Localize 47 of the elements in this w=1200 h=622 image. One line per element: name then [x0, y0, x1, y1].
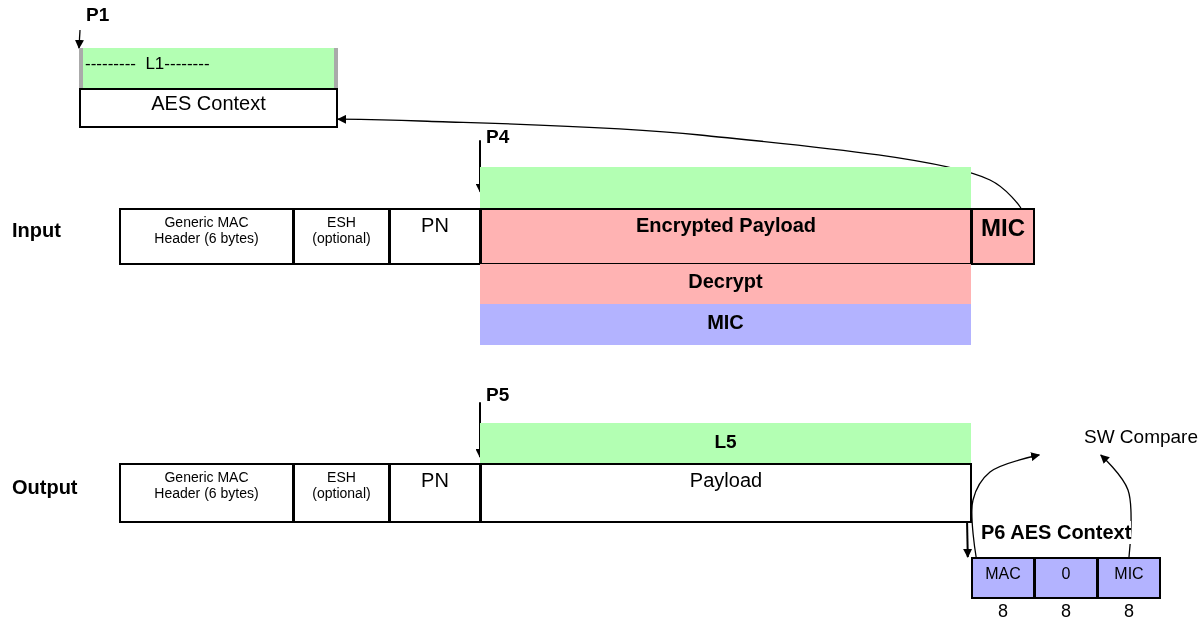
field-text: MAC	[985, 565, 1021, 584]
arrow	[971, 452, 1041, 558]
header-field	[389, 463, 481, 523]
field-text: 0	[1061, 565, 1071, 584]
length-bar	[480, 167, 971, 208]
compare-label: SW Compare	[1083, 426, 1198, 448]
field-text: MIC	[981, 214, 1025, 242]
field-text: PN	[421, 214, 449, 237]
row-label: Output	[12, 476, 78, 499]
field-text: AES Context	[151, 92, 266, 115]
field-text: ESH (optional)	[311, 214, 372, 247]
size-label: 8	[997, 600, 1009, 622]
field-text: ESH (optional)	[311, 469, 372, 502]
pointer-label: P4	[486, 126, 510, 148]
arrow	[74, 29, 84, 49]
header-field	[293, 208, 390, 265]
context-box	[79, 88, 338, 128]
arrow	[1100, 454, 1132, 558]
operation-bar	[480, 264, 971, 304]
context-heading: P6 AES Context	[981, 521, 1132, 544]
length-bar	[480, 423, 971, 463]
header-field	[119, 463, 294, 523]
payload-field	[480, 208, 972, 265]
pointer-label: P1	[86, 4, 110, 26]
field-text: Encrypted Payload	[635, 214, 817, 237]
header-field	[119, 208, 294, 265]
field-text: MIC	[1114, 565, 1144, 584]
field-text: Decrypt	[688, 270, 763, 293]
payload-field	[480, 463, 972, 523]
length-bar	[79, 48, 338, 88]
field-text: Generic MAC Header (6 bytes)	[153, 469, 260, 502]
size-label: 8	[1060, 600, 1072, 622]
field-text: L5	[714, 431, 737, 453]
field-text: Generic MAC Header (6 bytes)	[153, 214, 260, 247]
pointer-label: P5	[486, 384, 510, 406]
arrow	[337, 114, 1022, 209]
field-text: PN	[421, 469, 449, 492]
field-text: --------- L1--------	[85, 54, 210, 74]
field-text: MIC	[707, 311, 744, 334]
field-text: Payload	[689, 469, 763, 492]
size-label: 8	[1123, 600, 1135, 622]
mic-field	[971, 208, 1035, 265]
operation-bar	[480, 304, 971, 345]
header-field	[389, 208, 481, 265]
row-label: Input	[12, 219, 61, 242]
header-field	[293, 463, 390, 523]
arrow	[963, 522, 973, 558]
